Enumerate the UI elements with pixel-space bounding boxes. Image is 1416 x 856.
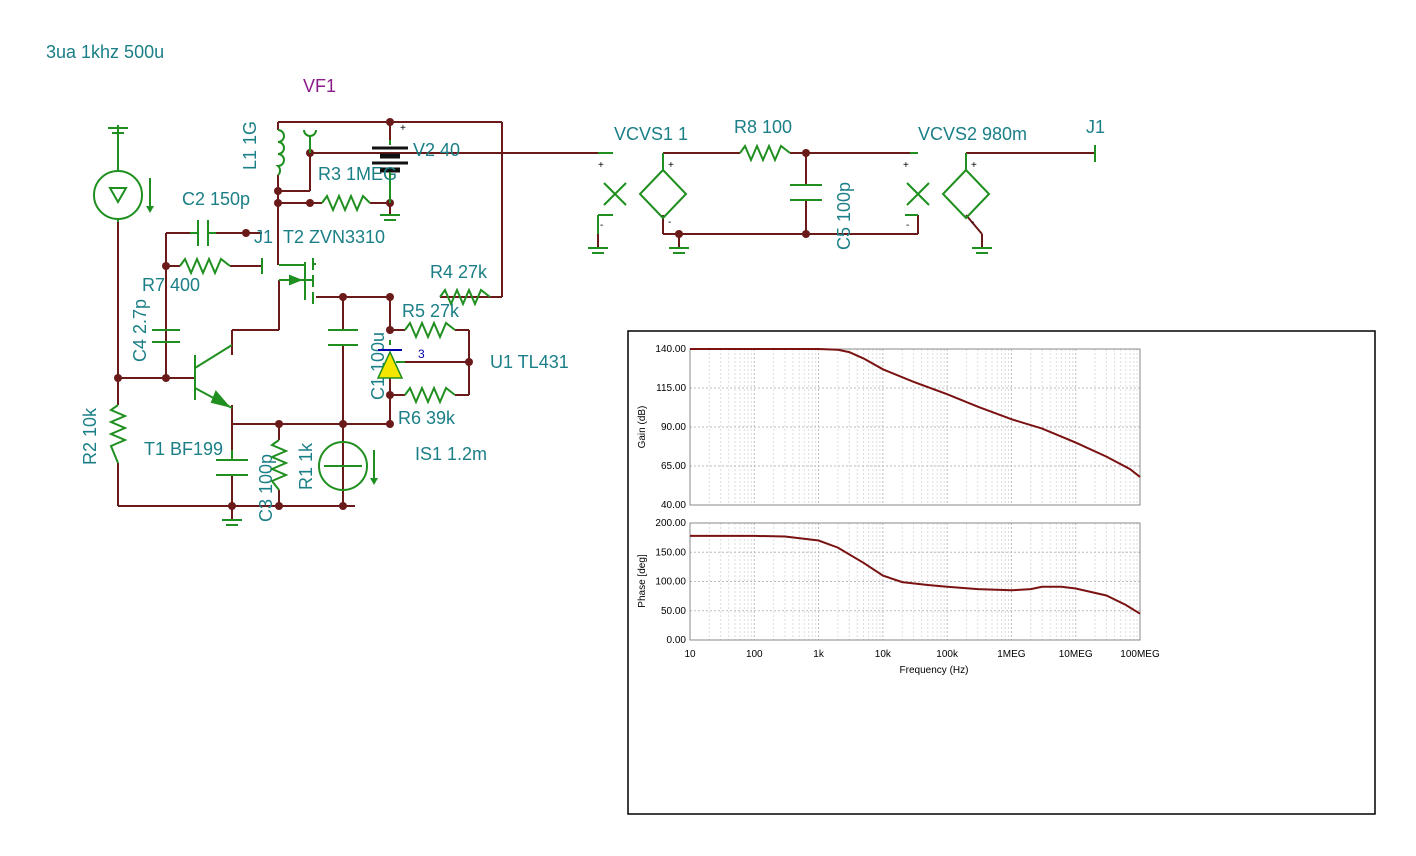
phase-y-tick-label: 200.00 — [655, 518, 686, 529]
gain-y-tick-label: 90.00 — [661, 422, 686, 433]
gain-y-tick-label: 140.00 — [655, 344, 686, 355]
gain-plot: 140.00 115.00 90.00 65.00 40.00 Gain (dB) — [637, 344, 1141, 511]
v2-label: V2 40 — [413, 140, 460, 160]
c5-capacitor-icon — [790, 184, 822, 201]
r7-label: R7 400 — [142, 275, 200, 295]
x-axis-label: Frequency (Hz) — [900, 665, 969, 676]
phase-y-tick-label: 100.00 — [655, 577, 686, 588]
c5-label: C5 100p — [834, 182, 854, 250]
phase-plot-frame — [689, 522, 1141, 641]
phase-y-axis-label: Phase [deg] — [637, 554, 648, 608]
t1-label: T1 BF199 — [144, 439, 223, 459]
vcvs1-out-minus: - — [668, 217, 671, 228]
x-tick-label: 100 — [746, 649, 763, 660]
l1-label: L1 1G — [240, 121, 260, 170]
x-tick-label: 100MEG — [1120, 649, 1160, 660]
junctions — [114, 118, 810, 510]
vcvs1-source-icon — [597, 152, 688, 234]
r8-label: R8 100 — [734, 117, 792, 137]
r7-resistor-icon — [179, 256, 231, 276]
vf1-probe-icon — [303, 129, 317, 153]
vcvs2-source-icon — [905, 152, 991, 220]
c2-label: C2 150p — [182, 189, 250, 209]
c1-capacitor-icon — [328, 329, 358, 346]
r4-resistor-icon — [439, 287, 491, 307]
j1-small-label: J1 — [254, 227, 273, 247]
t2-mosfet-icon — [279, 258, 316, 304]
r1-resistor-icon — [269, 439, 289, 491]
signal-source-icon — [93, 140, 154, 222]
c4-capacitor-icon — [152, 329, 180, 343]
c4-label: C4 2.7p — [130, 299, 150, 362]
x-tick-label: 10MEG — [1059, 649, 1093, 660]
vcvs1-label: VCVS1 1 — [614, 124, 688, 144]
u1-label: U1 TL431 — [490, 352, 569, 372]
x-tick-label: 1MEG — [997, 649, 1026, 660]
r2-resistor-icon — [108, 404, 128, 464]
vcvs2-in-minus: - — [906, 220, 909, 231]
vcvs2-out-plus: + — [971, 160, 977, 171]
vcvs1-out-plus: + — [668, 160, 674, 171]
is1-current-source-icon — [318, 441, 378, 491]
r1-label: R1 1k — [296, 442, 316, 490]
x-tick-label: 10k — [875, 649, 892, 660]
r5-label: R5 27k — [402, 301, 460, 321]
c1-label: C1 100u — [368, 332, 388, 400]
r2-label: R2 10k — [80, 407, 100, 465]
x-tick-label: 100k — [936, 649, 959, 660]
gain-series-line — [690, 348, 1141, 478]
r5-resistor-icon — [404, 320, 456, 340]
u1-shunt-regulator-icon — [376, 340, 405, 379]
gain-plot-frame — [689, 348, 1141, 506]
r6-label: R6 39k — [398, 408, 456, 428]
v2-battery-icon — [372, 140, 408, 203]
phase-series-line — [690, 534, 1141, 615]
r8-resistor-icon — [739, 143, 791, 163]
phase-plot: 200.00 150.00 100.00 50.00 0.00 10 100 1k 10k 10… — [637, 518, 1160, 676]
gain-y-tick-label: 65.00 — [661, 461, 686, 472]
vcvs1-in-plus: + — [598, 160, 604, 171]
v2-plus: + — [400, 123, 406, 134]
r3-resistor-icon — [321, 193, 371, 213]
r4-label: R4 27k — [430, 262, 488, 282]
phase-y-tick-label: 150.00 — [655, 547, 686, 558]
vcvs2-out-minus: - — [971, 217, 974, 228]
is1-label: IS1 1.2m — [415, 444, 487, 464]
t2-label: T2 ZVN3310 — [283, 227, 385, 247]
header-note: 3ua 1khz 500u — [46, 42, 164, 62]
gain-y-tick-label: 40.00 — [661, 500, 686, 511]
t1-transistor-icon — [194, 344, 233, 409]
c3-capacitor-icon — [216, 450, 248, 476]
gain-y-axis-label: Gain (dB) — [637, 406, 648, 449]
x-tick-label: 10 — [684, 649, 696, 660]
phase-y-tick-label: 50.00 — [661, 606, 686, 617]
vf1-label: VF1 — [303, 76, 336, 96]
r3-label: R3 1MEG — [318, 164, 397, 184]
x-tick-label: 1k — [813, 649, 825, 660]
l1-inductor-icon — [275, 129, 285, 176]
j1-label: J1 — [1086, 117, 1105, 137]
r6-resistor-icon — [404, 385, 456, 405]
phase-y-tick-label: 0.00 — [667, 635, 687, 646]
vcvs2-label: VCVS2 980m — [918, 124, 1027, 144]
gain-y-tick-label: 115.00 — [656, 383, 686, 394]
ground-icon — [108, 125, 992, 526]
c3-label: C3 100p — [256, 454, 276, 522]
c2-capacitor-icon — [190, 220, 216, 246]
vcvs2-in-plus: + — [903, 160, 909, 171]
u1-pin-label: 3 — [418, 347, 425, 361]
vcvs1-in-minus: - — [600, 220, 603, 231]
